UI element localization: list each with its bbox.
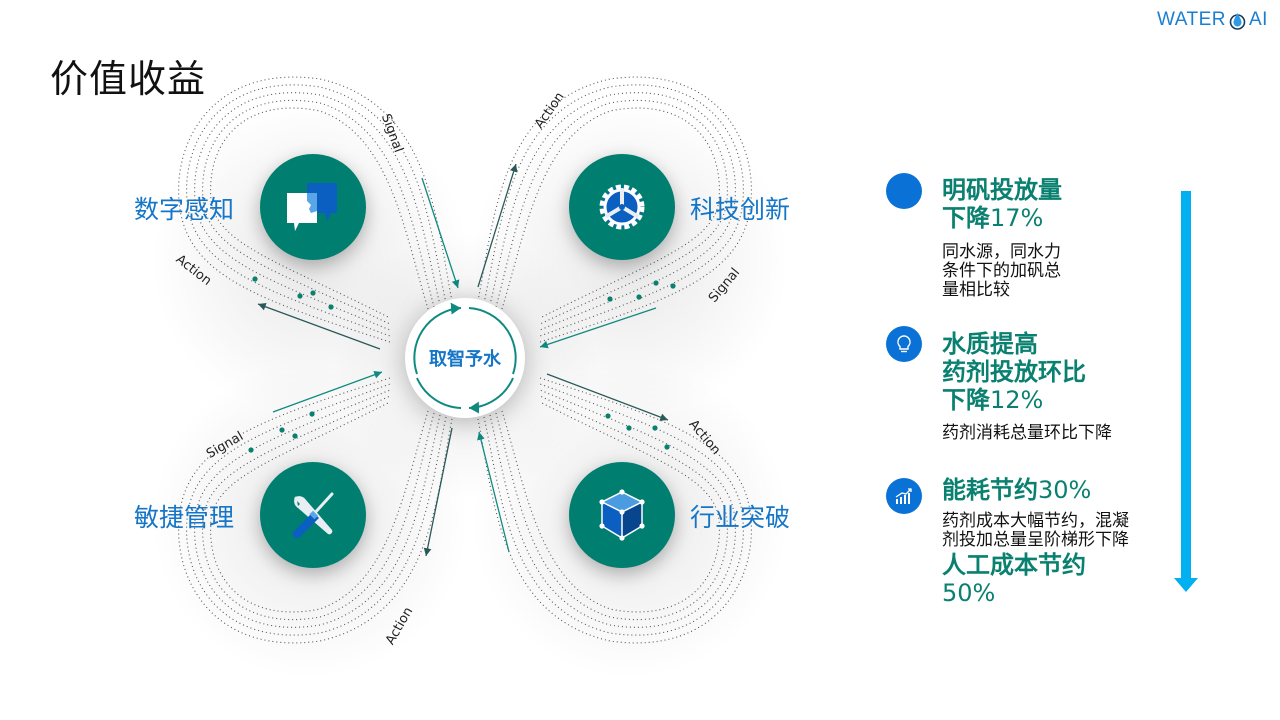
trend-arrow-head-icon [1174,578,1198,592]
page-title: 价值收益 [50,57,207,101]
benefit-3-desc-line1: 药剂成本大幅节约，混凝 [942,511,1129,531]
node-industry-breakthrough [569,462,675,568]
action-arrow-right-lower [546,373,669,421]
signal-arrow-bottom-right [477,431,510,553]
benefit-energy-saving: 能耗节约30% 药剂成本大幅节约，混凝 剂投加总量呈阶梯形下降 人工成本节约 5… [886,476,1186,607]
benefit-4-head: 人工成本节约 [942,551,1086,579]
benefit-1-head-line1: 明矾投放量 [942,176,1062,204]
signal-arrow-right-upper [539,307,657,349]
benefit-2-head-value: 12% [990,386,1044,414]
benefit-1-head-text: 下降 [942,204,990,232]
wrench-screwdriver-icon [292,492,334,539]
growth-chart-icon [886,478,922,514]
cycle-arrows-icon [413,302,517,414]
signal-arrow-top-left [421,177,460,289]
dot-icon [886,173,922,209]
action-arrow-bottom-left [423,427,453,557]
benefit-2-head-line3: 下降12% [942,386,1043,414]
benefit-2-desc-line1: 药剂消耗总量环比下降 [942,423,1112,443]
node-label-digital-perception: 数字感知 [134,195,235,224]
lightbulb-icon [886,326,922,362]
dotted-loops [178,76,752,644]
benefit-3-head-text: 能耗节约 [942,476,1038,504]
benefit-4-value: 50% [942,579,996,607]
benefit-alum-reduction: 明矾投放量 下降17% 同水源，同水力 条件下的加矾总 量相比较 [886,173,1166,313]
benefit-1-desc-line3: 量相比较 [942,280,1010,300]
water-drop-icon [1229,12,1246,30]
benefit-3-head: 能耗节约30% [942,476,1091,504]
logo-text-water: WATER [1157,9,1226,30]
benefit-3-desc-line2: 剂投加总量呈阶梯形下降 [942,530,1129,550]
node-agile-management [260,462,366,568]
data-dots [248,276,676,453]
trend-arrow-bar [1181,191,1191,578]
action-arrow-left-upper [257,303,381,350]
logo-text-ai: AI [1249,9,1268,30]
node-tech-innovation [569,154,675,260]
center-label: 取智予水 [429,349,501,370]
node-label-agile-management: 敏捷管理 [134,503,235,532]
action-arrow-top-right [477,163,518,288]
benefit-1-head-line2: 下降17% [942,204,1043,232]
benefit-water-quality: 水质提高 药剂投放环比 下降12% 药剂消耗总量环比下降 [886,326,1166,456]
benefit-2-head-text: 下降 [942,386,990,414]
benefit-3-head-value: 30% [1038,476,1092,504]
signal-arrow-left-lower [272,371,383,413]
brand-logo: WATER AI [1157,9,1268,31]
benefit-1-desc-line1: 同水源，同水力 [942,242,1061,262]
gear-icon [599,184,645,230]
benefit-2-head-line2: 药剂投放环比 [942,358,1086,386]
benefit-1-head-value: 17% [990,204,1044,232]
center-hub: 取智予水 [405,298,525,418]
node-label-tech-innovation: 科技创新 [690,195,791,224]
node-digital-perception [260,154,366,260]
cube-icon [599,489,645,541]
benefit-1-desc-line2: 条件下的加矾总 [942,261,1061,281]
node-label-industry-breakthrough: 行业突破 [690,503,791,532]
benefit-2-head-line1: 水质提高 [942,330,1038,358]
chat-bubbles-icon [287,183,337,231]
